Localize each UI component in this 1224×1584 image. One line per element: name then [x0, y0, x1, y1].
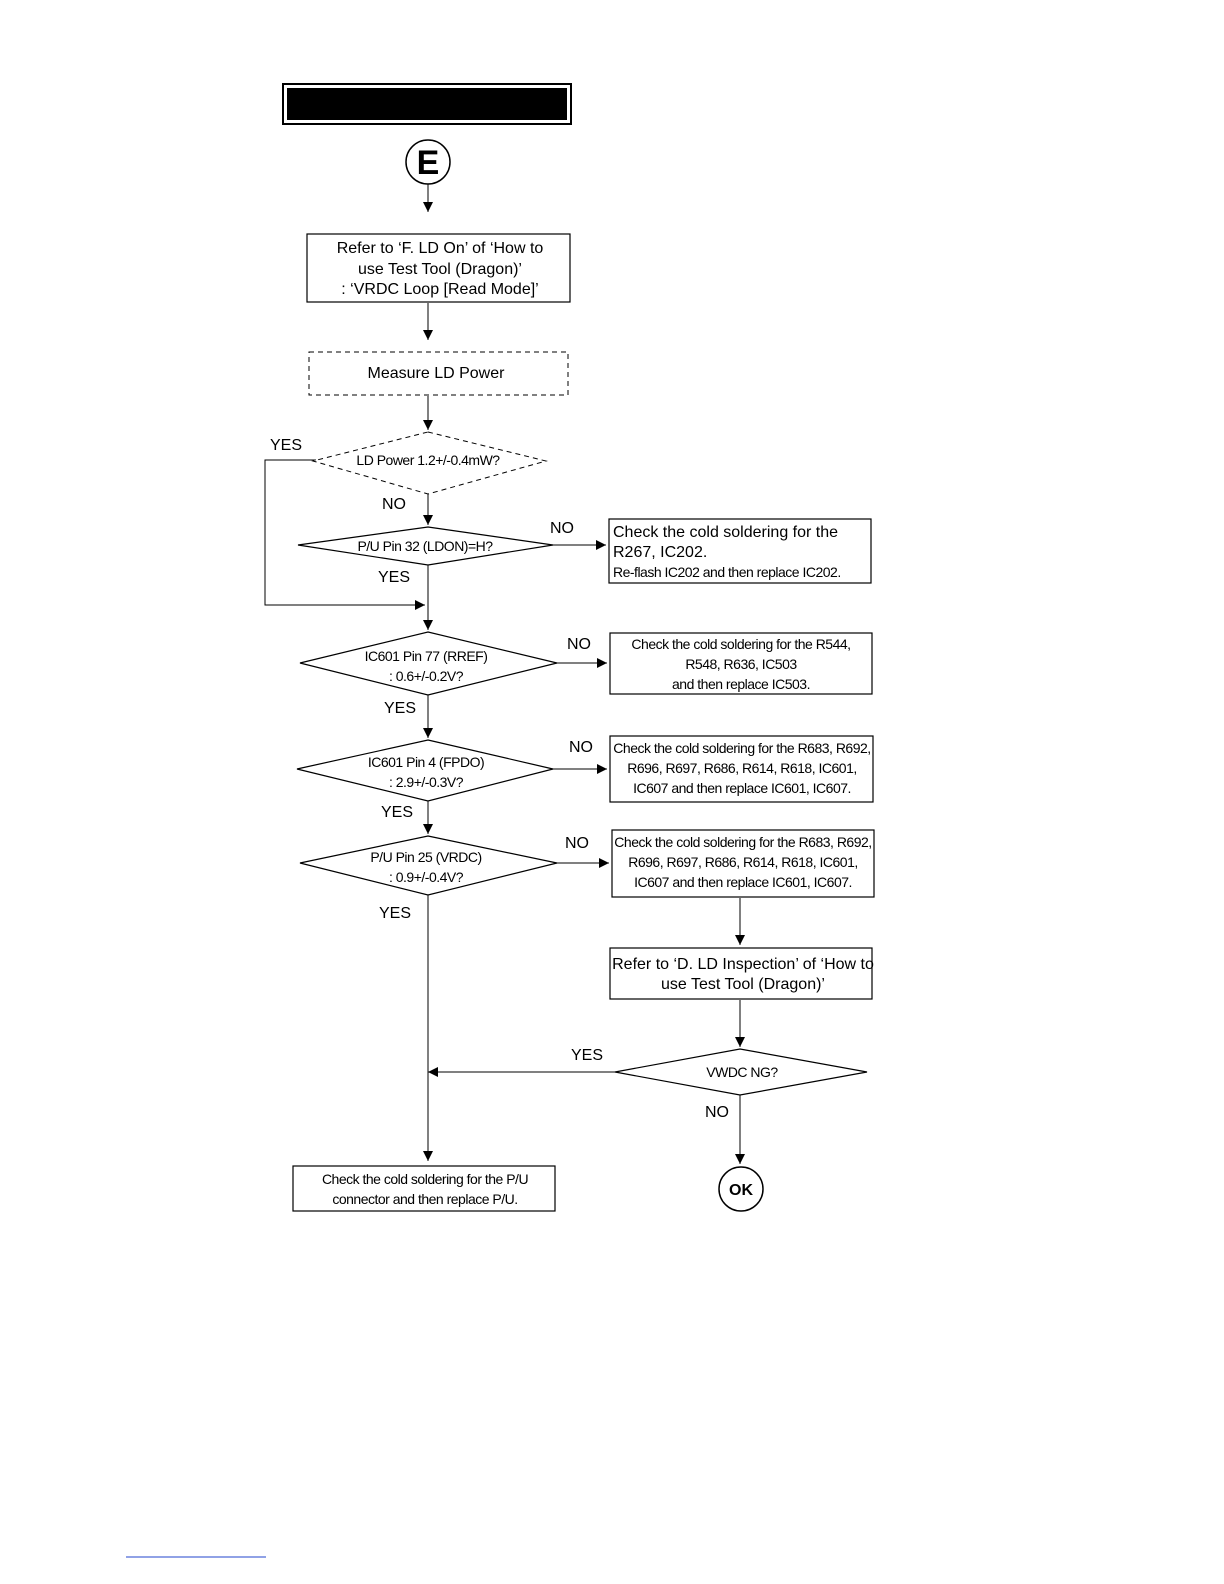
svg-text:Refer to ‘D. LD Inspection’ of: Refer to ‘D. LD Inspection’ of ‘How to [612, 956, 874, 973]
svg-text:R696, R697, R686, R614, R618,: R696, R697, R686, R614, R618, IC601, [627, 760, 857, 776]
svg-text:E: E [417, 144, 440, 182]
header-bar [282, 83, 572, 125]
svg-text:IC607 and then replace IC601,: IC607 and then replace IC601, IC607. [634, 874, 852, 890]
edge-label-ld-power-yes: YES [270, 437, 302, 454]
svg-text:P/U Pin 32 (LDON)=H?: P/U Pin 32 (LDON)=H? [357, 538, 493, 554]
flow-lines [264, 184, 745, 1164]
edge-label-pin25-no: NO [565, 835, 589, 852]
svg-text:: ‘VRDC Loop [Read Mode]’: : ‘VRDC Loop [Read Mode]’ [341, 281, 538, 298]
svg-text:connector and then replace P/U: connector and then replace P/U. [332, 1191, 517, 1207]
pu-pin32-decision: P/U Pin 32 (LDON)=H? [297, 526, 554, 566]
svg-text:R267, IC202.: R267, IC202. [613, 544, 707, 561]
svg-text:use Test Tool (Dragon)’: use Test Tool (Dragon)’ [661, 976, 825, 993]
svg-text:Check the cold soldering for t: Check the cold soldering for the P/U [322, 1171, 529, 1187]
edge-label-pin4-no: NO [569, 739, 593, 756]
edge-label-vwdc-yes: YES [571, 1047, 603, 1064]
svg-text:: 0.6+/-0.2V?: : 0.6+/-0.2V? [389, 668, 464, 684]
edge-label-pin25-yes: YES [379, 905, 411, 922]
edge-label-pin77-no: NO [567, 636, 591, 653]
ic601-pin4-decision: IC601 Pin 4 (FPDO) : 2.9+/-0.3V? [296, 739, 554, 802]
svg-text:R696, R697, R686, R614, R618,: R696, R697, R686, R614, R618, IC601, [628, 854, 858, 870]
measure-ld-power-box: Measure LD Power [308, 351, 569, 396]
svg-text:IC601 Pin 77 (RREF): IC601 Pin 77 (RREF) [365, 648, 488, 664]
svg-text:Re-flash IC202 and then replac: Re-flash IC202 and then replace IC202. [613, 564, 841, 580]
edge-label-vwdc-no: NO [705, 1104, 729, 1121]
vwdc-decision: VWDC NG? [614, 1048, 868, 1096]
edge-label-pin4-yes: YES [381, 804, 413, 821]
svg-text:use Test Tool (Dragon)’: use Test Tool (Dragon)’ [358, 261, 522, 278]
svg-text:R548, R636, IC503: R548, R636, IC503 [685, 656, 797, 672]
svg-text:Refer to ‘F. LD On’ of ‘How to: Refer to ‘F. LD On’ of ‘How to [337, 240, 544, 257]
refer-ld-inspection-box: Refer to ‘D. LD Inspection’ of ‘How to u… [609, 947, 874, 1000]
cold-solder-r683-box-b: Check the cold soldering for the R683, R… [611, 829, 875, 898]
start-connector-e: E [405, 139, 451, 185]
svg-text:Check the cold soldering for t: Check the cold soldering for the R544, [631, 636, 850, 652]
svg-text:IC607 and then replace IC601,: IC607 and then replace IC601, IC607. [633, 780, 851, 796]
svg-text:Check the cold soldering for t: Check the cold soldering for the [613, 524, 838, 541]
svg-text:and then replace IC503.: and then replace IC503. [672, 676, 810, 692]
end-connector-ok: OK [718, 1166, 764, 1212]
svg-text:: 2.9+/-0.3V?: : 2.9+/-0.3V? [389, 774, 464, 790]
pu-pin25-decision: P/U Pin 25 (VRDC) : 0.9+/-0.4V? [299, 835, 558, 896]
edge-label-pin77-yes: YES [384, 700, 416, 717]
refer-ld-on-box: Refer to ‘F. LD On’ of ‘How to use Test … [306, 233, 571, 303]
svg-text:OK: OK [729, 1182, 753, 1199]
svg-text:Check the cold soldering for t: Check the cold soldering for the R683, R… [613, 740, 870, 756]
svg-text:Check the cold soldering for t: Check the cold soldering for the R683, R… [614, 834, 871, 850]
cold-solder-r544-box: Check the cold soldering for the R544, R… [609, 632, 873, 695]
edge-label-ld-power-no: NO [382, 496, 406, 513]
svg-text:: 0.9+/-0.4V?: : 0.9+/-0.4V? [389, 869, 464, 885]
edge-label-pin32-no: NO [550, 520, 574, 537]
cold-solder-r267-box: Check the cold soldering for the R267, I… [608, 518, 872, 584]
ic601-pin77-decision: IC601 Pin 77 (RREF) : 0.6+/-0.2V? [299, 631, 558, 696]
edge-label-pin32-yes: YES [378, 569, 410, 586]
cold-solder-pu-box: Check the cold soldering for the P/U con… [292, 1165, 556, 1212]
svg-text:P/U Pin 25 (VRDC): P/U Pin 25 (VRDC) [370, 849, 481, 865]
svg-text:Measure LD Power: Measure LD Power [368, 365, 506, 382]
ld-power-decision: LD Power 1.2+/-0.4mW? [311, 431, 548, 495]
svg-text:VWDC NG?: VWDC NG? [706, 1064, 778, 1080]
svg-text:IC601 Pin 4 (FPDO): IC601 Pin 4 (FPDO) [368, 754, 484, 770]
cold-solder-r683-box-a: Check the cold soldering for the R683, R… [609, 735, 874, 803]
svg-text:LD Power 1.2+/-0.4mW?: LD Power 1.2+/-0.4mW? [356, 452, 500, 468]
